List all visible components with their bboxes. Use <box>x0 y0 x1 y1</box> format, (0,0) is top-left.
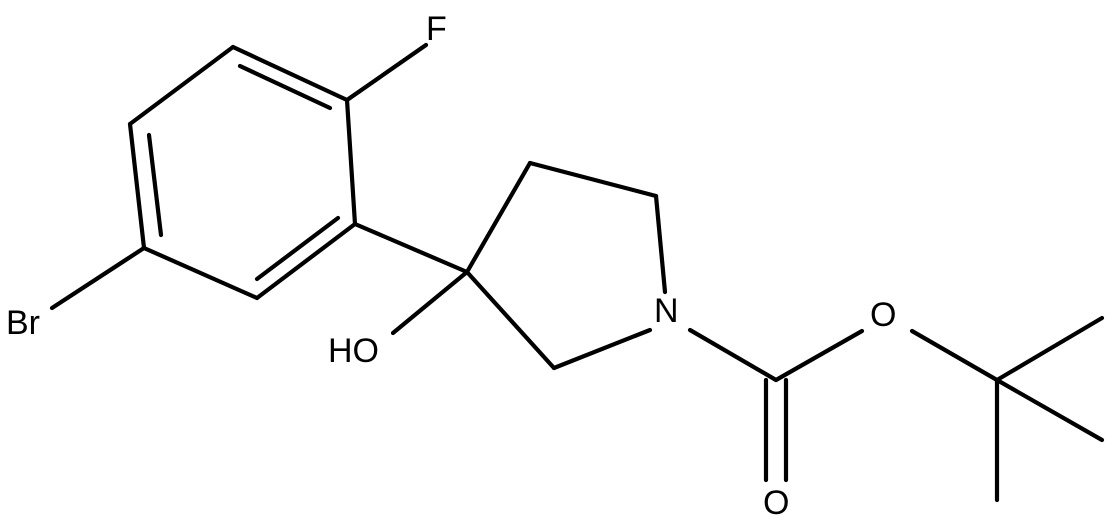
bond <box>127 121 147 251</box>
bond <box>994 377 1105 443</box>
bond <box>464 269 557 371</box>
bond <box>127 44 236 127</box>
bond <box>994 315 1105 383</box>
hydroxyl-label: HO <box>328 332 379 370</box>
bromine-label: Br <box>6 304 40 342</box>
fluorine-label: F <box>426 10 447 48</box>
bond-double-inner <box>146 132 164 238</box>
bond <box>687 327 779 383</box>
bond <box>653 193 668 295</box>
nitrogen-label: N <box>654 292 679 330</box>
bond <box>49 245 147 311</box>
bond-double-inner <box>237 63 333 111</box>
carbonyl-oxygen-label: O <box>763 484 790 522</box>
bond <box>352 221 470 275</box>
bond <box>230 44 350 103</box>
bond <box>551 327 653 371</box>
bond <box>909 328 1000 383</box>
bond <box>141 245 260 301</box>
bond <box>344 42 429 103</box>
bond <box>773 328 865 383</box>
bond <box>527 160 659 199</box>
ester-oxygen-label: O <box>870 296 897 334</box>
bond <box>254 221 358 301</box>
bond <box>390 269 470 336</box>
bond <box>344 97 358 227</box>
bond <box>464 160 533 275</box>
bond-double-inner <box>254 215 341 282</box>
